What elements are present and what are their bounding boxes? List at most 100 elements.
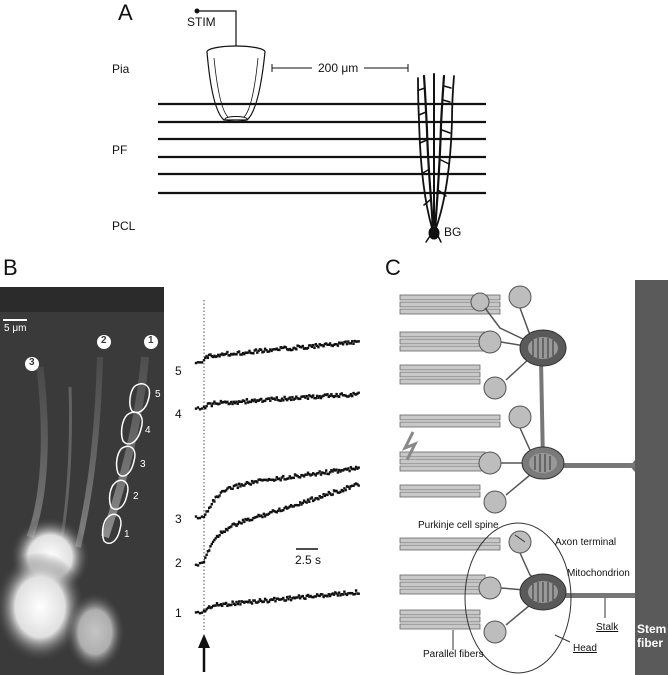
trace-2-point [321,496,323,498]
trace-4-point [244,402,246,404]
trace-5-point [252,352,254,354]
trace-5-point [302,345,304,347]
trace-2-point [224,531,226,533]
trace-1-point [263,600,265,602]
trace-1-point [298,594,300,596]
label-mitochondrion: Mitochondrion [567,568,630,579]
trace-2-point [332,493,334,495]
trace-3-point [335,468,337,470]
trace-1-point [343,590,345,592]
trace-4-point [260,398,262,400]
process-label-1: 1 [148,335,154,346]
trace-3-point [293,477,295,479]
trace-3-point [358,466,360,468]
trace-4-point [237,403,239,405]
trace-1-point [285,599,287,601]
trace-5-point [350,342,352,344]
trace-5-point [238,350,240,352]
trace-1-point [287,598,289,600]
distance-label: 200 μm [318,61,358,75]
trace-3-point [238,483,240,485]
trace-4-point [289,396,291,398]
stim-pipette [207,46,265,122]
trace-4-point [280,400,282,402]
trace-2-point [317,498,319,500]
trace-3-point [319,470,321,472]
trace-1-point [221,605,223,607]
trace-5-point [263,350,265,352]
trace-2-point [306,501,308,503]
trace-4-point [243,400,245,402]
trace-2-point [208,549,210,551]
trace-2-point [302,502,304,504]
trace-5-point [207,357,209,359]
trace-4-point [335,393,337,395]
trace-2-point [226,529,228,531]
trace-1-point [216,602,218,604]
stem-fiber [635,280,668,675]
trace-1-point [321,593,323,595]
roi-label-3: 3 [140,459,146,470]
trace-4-point [358,392,360,394]
trace-4-point [276,396,278,398]
trace-5-point [235,353,237,355]
trace-4-point [282,399,284,401]
roi-label-4: 4 [145,425,151,436]
trace-4-point [290,399,292,401]
trace-1-point [355,589,357,591]
trace-3-point [347,467,349,469]
trace-1-point [237,603,239,605]
trace-5-point [201,361,203,363]
trace-4-point [209,402,211,404]
trace-2-point [209,545,211,547]
label-stalk: Stalk [596,622,618,633]
trace-3-point [282,475,284,477]
synapse-schematic [395,280,668,675]
trace-2-point [326,494,328,496]
trace-2-point [342,490,344,492]
trace-1-point [333,593,335,595]
trace-1-point [231,600,233,602]
trace-5-point [358,340,360,342]
trace-5-point [345,340,347,342]
trace-2-point [230,525,232,527]
trace-3-point [203,516,205,518]
trace-3-point [204,513,206,515]
stim-label: STIM [187,15,216,29]
trace-3-point [218,494,220,496]
trace-5-point [352,343,354,345]
trace-1-point [234,604,236,606]
trace-5-point [322,345,324,347]
layer-label-pcl: PCL [112,219,135,233]
trace-5-point [346,343,348,345]
trace-3-point [324,472,326,474]
trace-2-point [348,487,350,489]
trace-5-point [351,340,353,342]
trace-1-point [274,600,276,602]
trace-5-point [337,344,339,346]
trace-4-point [226,401,228,403]
trace-label-4: 4 [175,407,182,421]
trace-3-point [211,503,213,505]
panel-a-diagram [0,0,668,250]
label-parallel-fibers: Parallel fibers [423,649,484,660]
trace-3-point [256,481,258,483]
trace-4-point [299,398,301,400]
trace-1-point [337,594,339,596]
trace-2-point [215,537,217,539]
trace-2-point [204,557,206,559]
trace-label-1: 1 [175,606,182,620]
trace-3-point [329,471,331,473]
trace-label-3: 3 [175,512,182,526]
trace-3-point [320,473,322,475]
trace-5-point [342,343,344,345]
trace-4-point [231,403,233,405]
roi-label-5: 5 [155,389,161,400]
trace-4-point [312,394,314,396]
label-stem-line2: fiber [637,637,666,651]
trace-2-point [243,521,245,523]
trace-1-point [315,595,317,597]
trace-1-point [251,602,253,604]
trace-3-point [280,479,282,481]
trace-3-point [337,471,339,473]
